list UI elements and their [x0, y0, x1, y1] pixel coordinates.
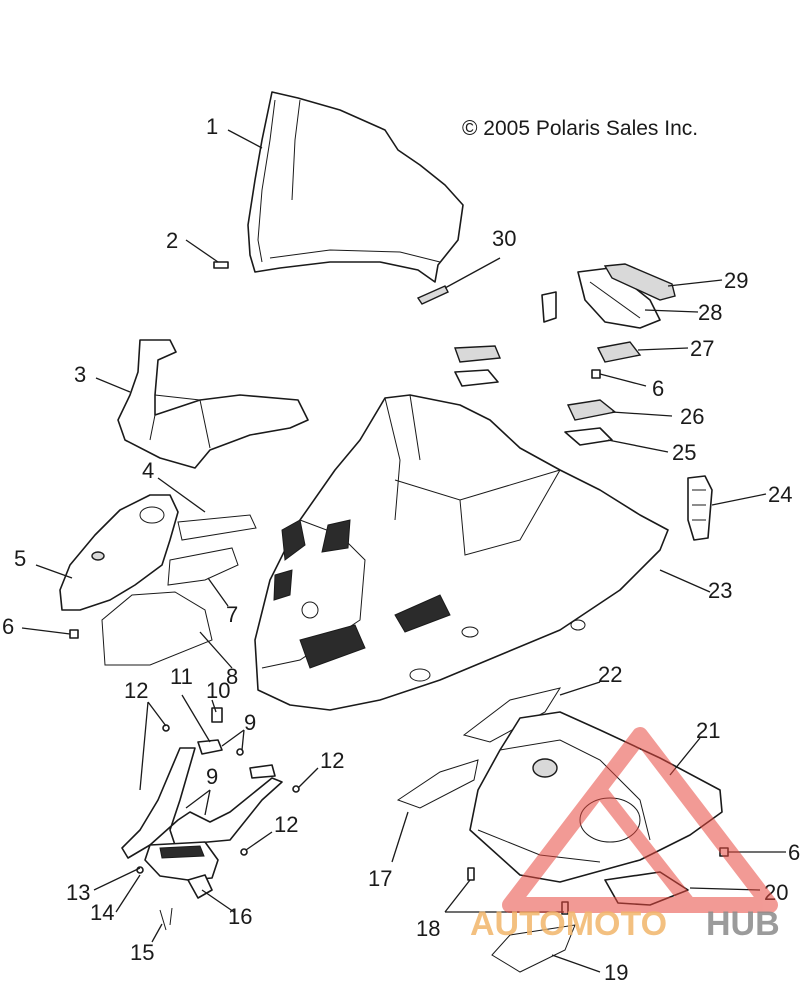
callout-9a: 9 [244, 710, 256, 735]
screw-6-left [69, 629, 79, 639]
cover-27 [596, 341, 642, 363]
callout-3: 3 [74, 362, 86, 387]
callout-4: 4 [142, 458, 154, 483]
callout-29: 29 [724, 268, 748, 293]
callout-12b: 12 [320, 748, 344, 773]
callout-7: 7 [226, 602, 238, 627]
decal-19 [491, 924, 576, 973]
callout-6a: 6 [2, 614, 14, 639]
decal-8 [101, 591, 213, 666]
screw-6-upper [591, 369, 601, 379]
leader-lines [21, 129, 786, 973]
watermark-brand-hub: HUB [706, 905, 780, 943]
hood [254, 394, 669, 711]
decal-7 [167, 547, 239, 586]
console-frame [117, 339, 309, 469]
copyright-text: © 2005 Polaris Sales Inc. [462, 117, 698, 140]
vent-top [454, 345, 502, 387]
hardware-9-10-11 [162, 707, 300, 856]
windshield-screw [213, 261, 229, 269]
callout-22: 22 [598, 662, 622, 687]
cover-26 [566, 399, 617, 421]
callout-23: 23 [708, 578, 732, 603]
callout-19: 19 [604, 960, 628, 985]
gauge-lens [603, 263, 676, 301]
windshield [247, 91, 464, 283]
bracket-small [541, 291, 557, 323]
callout-25: 25 [672, 440, 696, 465]
callout-9b: 9 [206, 764, 218, 789]
callout-1: 1 [206, 114, 218, 139]
callout-17: 17 [368, 866, 392, 891]
side-panel-left [59, 494, 179, 611]
callout-2: 2 [166, 228, 178, 253]
callout-14: 14 [90, 900, 114, 925]
callout-16: 16 [228, 904, 252, 929]
callout-5: 5 [14, 546, 26, 571]
hood-handle [687, 475, 713, 541]
callout-28: 28 [698, 300, 722, 325]
callout-12a: 12 [124, 678, 148, 703]
callout-6c: 6 [788, 840, 800, 865]
callout-12c: 12 [274, 812, 298, 837]
callout-30: 30 [492, 226, 516, 251]
watermark-brand-auto: AUTOMOTO [470, 905, 667, 943]
callout-labels: 1 2 3 4 5 6 7 8 9 9 10 11 12 12 12 13 14… [2, 114, 800, 985]
callout-6b: 6 [652, 376, 664, 401]
decal-17 [396, 759, 479, 809]
windshield-clip [416, 285, 449, 305]
callout-21: 21 [696, 718, 720, 743]
decal-4 [177, 514, 257, 541]
callout-27: 27 [690, 336, 714, 361]
callout-10: 10 [206, 678, 230, 703]
callout-13: 13 [66, 880, 90, 905]
callout-15: 15 [130, 940, 154, 965]
decal-22 [462, 687, 562, 743]
bracket-25 [564, 427, 613, 446]
callout-11: 11 [170, 664, 193, 689]
callout-18: 18 [416, 916, 440, 941]
callout-26: 26 [680, 404, 704, 429]
callout-8: 8 [226, 664, 238, 689]
watermark-logo [502, 727, 778, 913]
callout-24: 24 [768, 482, 792, 507]
